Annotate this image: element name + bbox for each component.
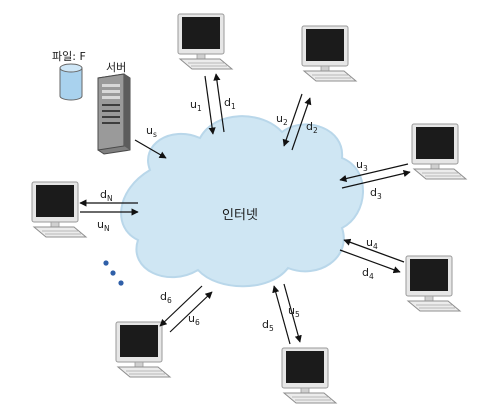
link-2-down-label: d2 <box>306 120 318 135</box>
link-2-up-label: u2 <box>276 112 288 127</box>
link-2-arrows <box>282 93 312 151</box>
peer-computer-6-icon <box>115 321 171 378</box>
peer-computer-2-icon <box>301 25 357 82</box>
server-upload-arrow <box>134 139 167 159</box>
link-3-down-label: d3 <box>370 186 382 201</box>
peer-computer-3-icon <box>411 123 467 180</box>
link-5-arrows <box>272 283 302 345</box>
link-5-down-label: d5 <box>262 318 274 333</box>
peer-computer-n-icon <box>31 181 87 238</box>
link-1-up-label: u1 <box>190 98 202 113</box>
link-3-up-label: u3 <box>356 158 368 173</box>
link-1-arrows <box>204 73 225 135</box>
peer-computer-1-icon <box>177 13 233 70</box>
link-1-down-label: d1 <box>224 96 236 111</box>
link-n-arrows <box>79 199 139 216</box>
link-4-arrows <box>339 238 405 274</box>
peer-computer-5-icon <box>281 347 337 404</box>
link-n-up-label: uN <box>97 218 110 233</box>
cloud-label: 인터넷 <box>222 208 258 223</box>
server-label: 서버 <box>106 61 126 74</box>
link-4-up-label: u4 <box>366 236 378 251</box>
link-n-down-label: dN <box>100 188 113 203</box>
link-4-down-label: d4 <box>362 266 374 281</box>
server-rate-label: us <box>146 124 157 139</box>
peer-computer-4-icon <box>405 255 461 312</box>
link-6-up-label: u6 <box>188 312 200 327</box>
internet-cloud <box>120 115 364 288</box>
link-5-up-label: u5 <box>288 304 300 319</box>
more-peers-dots <box>103 260 124 286</box>
link-6-down-label: d6 <box>160 290 172 305</box>
link-6-arrows <box>159 285 213 333</box>
file-label: 파일: F <box>52 49 86 63</box>
server-icon <box>97 73 131 155</box>
link-3-arrows <box>339 163 411 189</box>
file-cylinder-icon <box>59 63 83 101</box>
